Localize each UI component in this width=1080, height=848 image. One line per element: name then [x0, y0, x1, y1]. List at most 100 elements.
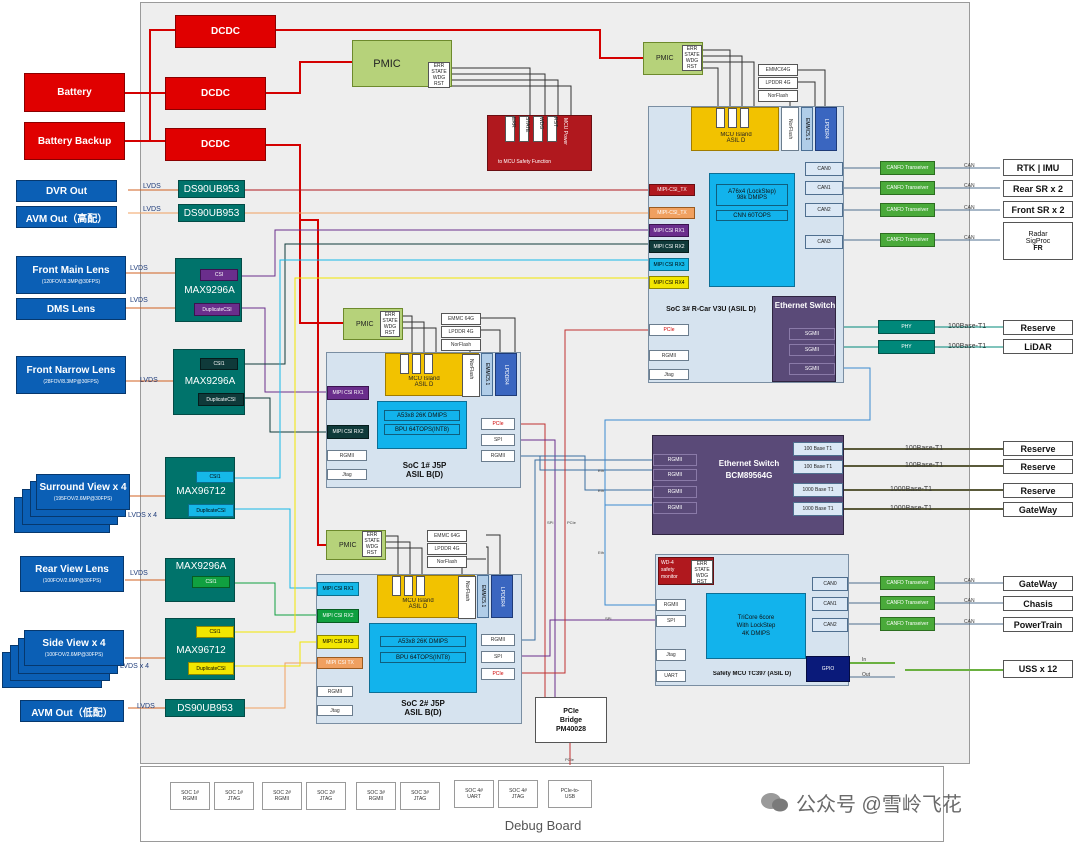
front-main-lens: Front Main Lens (120FOV/8.3MP@30FPS) [16, 256, 126, 294]
soc2-jtag: Jtag [317, 705, 353, 716]
dcdc-1-label: DCDC [211, 26, 240, 37]
max9296a-1-label: MAX9296A [184, 285, 235, 296]
soc3-sgmii-1: SGMII [789, 328, 835, 340]
max9296a-2-label: MAX9296A [184, 376, 236, 387]
soc3-mem: EMMC64G LPDDR 4G NorFlash [758, 64, 798, 102]
mcu-pin-state: STATE [519, 116, 530, 142]
watermark-text: 公众号 @雪岭飞花 [796, 794, 962, 816]
soc3-mipitx2: MIPI-CSI_TX [649, 207, 695, 219]
soc2-mipi1: MIPI CSI RX1 [317, 582, 359, 596]
dup-2: DuplicateCSI [198, 393, 244, 406]
phy-1: PHY [878, 320, 935, 334]
safety-out: Out [862, 672, 871, 678]
dcdc-1: DCDC [175, 15, 276, 48]
lvds-front-narrow: LVDS [140, 377, 158, 384]
safety-title: Safety MCU TC397 (ASIL D) [712, 671, 792, 677]
eth-bcm-rgmii-4: RGMII [653, 502, 697, 514]
max96712-1-label: MAX96712 [176, 486, 226, 497]
soc3-emmc: EMMC5.1 [801, 107, 813, 151]
max96712-2-label: MAX96712 [176, 645, 226, 656]
battery-backup-box: Battery Backup [24, 122, 125, 160]
pmic-main-label: PMIC [373, 57, 401, 70]
soc3-pcie: PCIe [649, 324, 689, 336]
debug-item-7: SOC 4#UART [454, 780, 494, 808]
mcu-power-label: MCU Power [562, 118, 568, 145]
soc1-rgmii: RGMII [327, 450, 367, 461]
front-narrow-lens: Front Narrow Lens (28FOV/8.3MP@30FPS) [16, 356, 126, 394]
soc2-mipi2: MIPI CSI RX2 [317, 609, 359, 623]
soc1-cpu: A53x8 26K DMIPS [384, 410, 460, 421]
lvds-front-main: LVDS [130, 265, 148, 272]
soc2-mipi3: MIPI CSI RX3 [317, 635, 359, 649]
uss: USS x 12 [1003, 660, 1073, 678]
max96712-1: CSI1 MAX96712 DuplicateCSI [165, 457, 235, 519]
eth-bcm-rgmii-2: RGMII [653, 469, 697, 481]
soc2-core: A53x8 26K DMIPS BPU 64TOPS(INT8) [369, 623, 477, 693]
lvds-side: LVDS x 4 [120, 663, 150, 670]
watermark-icon [760, 790, 790, 814]
debug-item-1: SOC 1#RGMII [170, 782, 210, 810]
front-main-sub: (120FOV/8.3MP@30FPS) [41, 279, 101, 285]
battery-box: Battery [24, 73, 125, 112]
spi-lbl-1: SPI [547, 520, 554, 525]
max9296a-3: MAX9296A CSI1 [165, 558, 235, 602]
mcu-safety-label: to MCU Safety Function [498, 159, 552, 165]
soc1-core: A53x8 26K DMIPS BPU 64TOPS(INT8) [377, 401, 467, 449]
pcie-usb-lbl: PCIe [565, 757, 574, 762]
csi1-5: CSI1 [196, 626, 234, 638]
lidar: LiDAR [1003, 339, 1073, 354]
soc3-eth-switch: Ethernet Switch SGMII SGMII SGMII [772, 296, 836, 382]
spi-lbl-2: SPI [605, 616, 612, 621]
front-sr: Front SR x 2 [1003, 201, 1073, 218]
rear-sr: Rear SR x 2 [1003, 180, 1073, 197]
canfd-3: CANFD Transeiver [880, 203, 935, 217]
rear-view-lens: Rear View Lens (100FOV/2.6MP@30FPS) [20, 556, 124, 592]
soc1-mem: EMMC 64G LPDDR 4G NorFlash [441, 313, 481, 351]
b100-lbl-2: 100Base-T1 [948, 343, 987, 350]
can-label-3: CAN [964, 205, 975, 211]
soc3-rx4: MIPI CSI RX4 [649, 276, 689, 289]
canfd-7: CANFD Transeiver [880, 617, 935, 631]
avm-out-high: AVM Out（高配） [16, 206, 117, 228]
mcu-safety-block: ERR STATE WDG RST MCU Power to MCU Safet… [487, 115, 592, 171]
safety-uart: UART [656, 670, 686, 682]
pmic-soc3-label: PMIC [656, 55, 674, 62]
rtk-imu: RTK | IMU [1003, 159, 1073, 176]
radar-line1: Radar [1028, 230, 1048, 238]
radar-line2: SigProc [1025, 237, 1051, 245]
b1000-lbl-2: 1000Base-T1 [890, 505, 933, 512]
max9296a-3-label: MAX9296A [175, 561, 227, 572]
dvr-out-label: DVR Out [45, 185, 88, 197]
pin-wdg: WDG [432, 75, 446, 81]
csi1-3: CSI1 [196, 471, 234, 483]
soc3-norflash: NorFlash [781, 107, 799, 151]
safety-can0: CAN0 [812, 577, 848, 591]
eth-bcm-port-1: 100 Base T1 [793, 442, 843, 456]
soc1-jtag: Jtag [327, 469, 367, 480]
avm-out-high-label: AVM Out（高配） [25, 213, 108, 225]
soc1-spi: SPI [481, 434, 515, 446]
reserve-4: Reserve [1003, 483, 1073, 498]
side-title: Side View x 4 [42, 638, 106, 649]
reserve-3: Reserve [1003, 459, 1073, 474]
soc1-bpu: BPU 64TOPS(INT8) [384, 424, 460, 435]
pcie-lbl-1: PCIe [567, 520, 576, 525]
front-narrow-sub: (28FOV/8.3MP@30FPS) [43, 379, 99, 385]
max9296a-1: CSI MAX9296A DuplicateCSI [175, 258, 242, 322]
surround-sub: (195FOV/2.6MP@30FPS) [53, 496, 113, 502]
radar-line3: FR [1033, 244, 1043, 252]
lvds-avm-high: LVDS [143, 206, 161, 213]
front-main-title: Front Main Lens [32, 265, 110, 276]
ser-avm-low-label: DS90UB953 [177, 702, 233, 714]
dup-1: DuplicateCSI [194, 303, 240, 316]
